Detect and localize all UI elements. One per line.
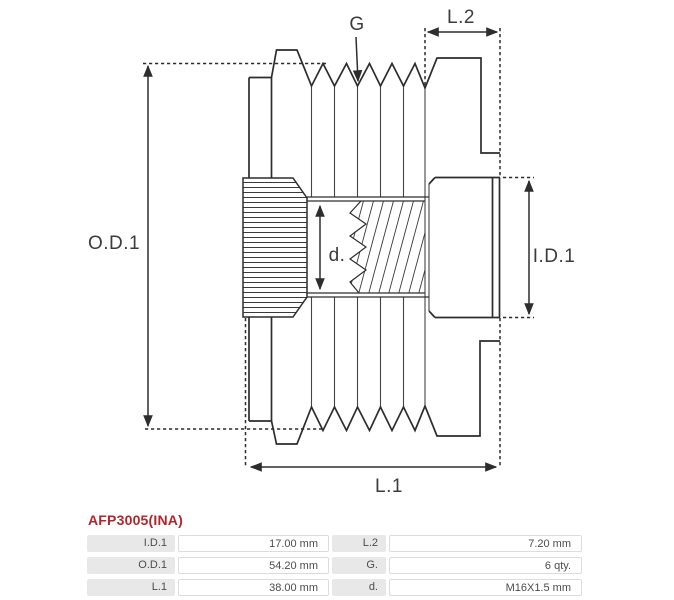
spec-label-cell: O.D.1 <box>87 557 175 574</box>
d-dimension-label: d. <box>329 245 346 266</box>
spec-value-cell: M16X1.5 mm <box>389 579 582 596</box>
spec-value-cell: 17.00 mm <box>178 535 329 552</box>
l1-dimension-label: L.1 <box>375 476 403 497</box>
extension-lines <box>143 28 534 468</box>
spec-value-cell: 38.00 mm <box>178 579 329 596</box>
od1-dimension-label: O.D.1 <box>88 233 140 254</box>
spec-label-cell: L.2 <box>332 535 386 552</box>
spec-table: I.D.1 17.00 mm L.2 7.20 mm O.D.1 54.20 m… <box>87 535 587 596</box>
spec-value-cell: 7.20 mm <box>389 535 582 552</box>
spec-label-cell: G. <box>332 557 386 574</box>
groove-pointer-line <box>352 36 363 83</box>
id1-dimension-label: I.D.1 <box>533 246 576 267</box>
knurled-collar <box>242 177 308 318</box>
thread-section-hatch <box>350 201 425 293</box>
pulley-rib-lines <box>310 86 430 407</box>
spec-value-cell: 6 qty. <box>389 557 582 574</box>
groove-count-label: G <box>349 14 364 35</box>
spec-label-cell: I.D.1 <box>87 535 175 552</box>
part-number-title: AFP3005(INA) <box>88 512 183 528</box>
spec-label-cell: L.1 <box>87 579 175 596</box>
spec-section: AFP3005(INA) I.D.1 17.00 mm L.2 7.20 mm … <box>87 512 587 596</box>
pulley-technical-drawing: O.D.1 I.D.1 L.2 L.1 G d. <box>88 7 576 497</box>
bore-edge-lines <box>307 196 429 298</box>
spec-value-cell: 54.20 mm <box>178 557 329 574</box>
pulley-outline <box>248 49 501 445</box>
thread-break-zigzag <box>348 200 368 294</box>
l2-dimension-label: L.2 <box>447 7 475 28</box>
spec-label-cell: d. <box>332 579 386 596</box>
